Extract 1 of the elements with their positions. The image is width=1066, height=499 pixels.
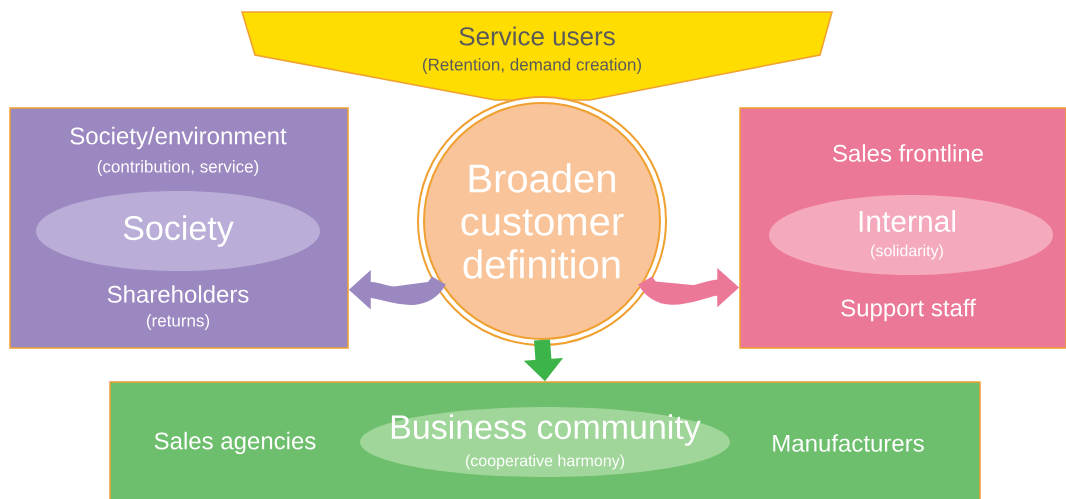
banner-box: Service users (Retention, demand creation): [241, 11, 833, 101]
